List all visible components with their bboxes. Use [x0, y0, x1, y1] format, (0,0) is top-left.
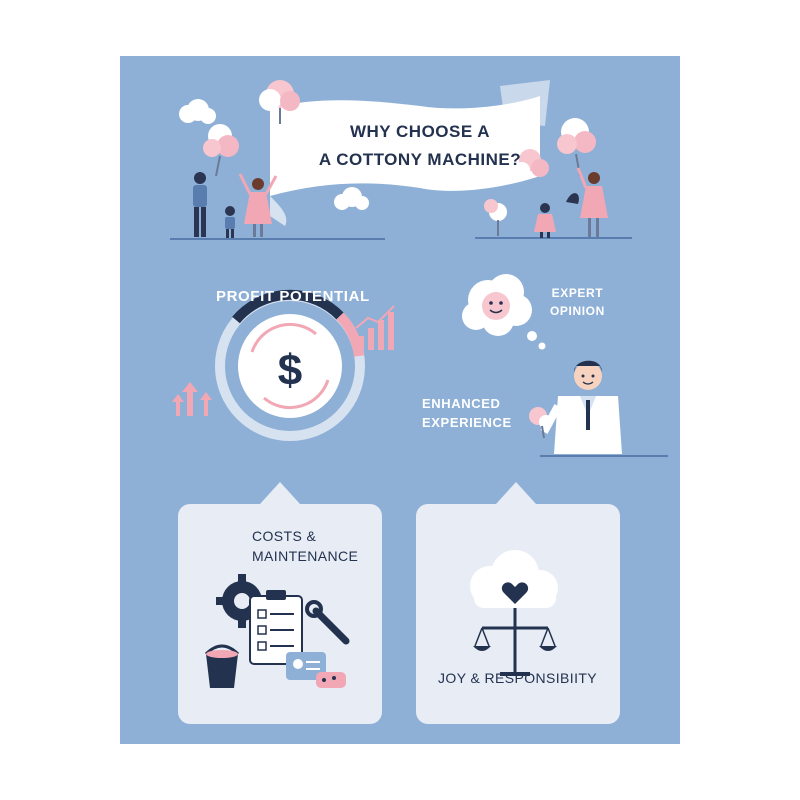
card-id-icon: [286, 652, 326, 680]
cloud-icon: [334, 187, 369, 210]
cotton-candy-icon: [557, 118, 596, 177]
cotton-candy-icon: [259, 80, 300, 124]
infographic-poster: WHY CHOOSE A A COTTONY MACHINE? PROFIT P…: [120, 56, 680, 744]
up-arrows-icon: [172, 382, 212, 416]
costs-label-line-2: MAINTENANCE: [252, 548, 359, 564]
family-illustration: [193, 172, 278, 238]
family-illustration: [534, 167, 608, 238]
profit-potential-label: PROFIT POTENTIAL: [216, 288, 370, 305]
cycle-arrow-icon: [263, 379, 330, 410]
banner-fold: [270, 196, 287, 226]
page-title: WHY CHOOSE A A COTTONY MACHINE?: [300, 118, 540, 174]
clipboard-icon: [249, 590, 303, 665]
costs-maintenance-label: COSTS & MAINTENANCE: [252, 526, 358, 566]
costs-card-pointer: [260, 482, 300, 504]
joy-card-pointer: [496, 482, 536, 504]
bucket-icon: [204, 644, 240, 688]
bar-growth-icon: [355, 305, 395, 350]
expert-opinion-label: EXPERT OPINION: [550, 284, 605, 320]
title-banner: [270, 96, 540, 196]
costs-label-line-1: COSTS &: [252, 528, 317, 544]
experience-label-line-1: ENHANCED: [422, 396, 501, 411]
dollar-icon: $: [277, 346, 303, 395]
scales-icon: [473, 608, 557, 676]
profit-gauge: [172, 289, 395, 441]
cotton-candy-icon: [529, 407, 553, 439]
expert-label-line-2: OPINION: [550, 304, 605, 318]
cotton-candy-icon: [484, 199, 507, 236]
smiley-icon: [482, 292, 510, 320]
gauge-center: [238, 314, 342, 418]
joy-card: [416, 504, 620, 724]
gauge-segment-navy: [232, 289, 344, 324]
title-line-1: WHY CHOOSE A: [349, 122, 491, 141]
heart-icon: [501, 582, 529, 604]
expert-illustration: [462, 274, 668, 457]
cotton-candy-icon: [203, 124, 239, 177]
experience-label-line-2: EXPERIENCE: [422, 415, 512, 430]
cards-layer: [178, 482, 620, 724]
header-scene: [170, 80, 632, 240]
enhanced-experience-label: ENHANCED EXPERIENCE: [422, 394, 512, 432]
title-line-2: A COTTONY MACHINE?: [318, 150, 522, 169]
cloud-icon: [179, 99, 216, 124]
wrench-icon: [305, 600, 350, 645]
expert-person: [540, 360, 622, 454]
gauge-segment-pink: [336, 312, 364, 357]
cotton-candy-icon: [514, 149, 549, 178]
cycle-arrow-icon: [250, 322, 317, 353]
expert-label-line-1: EXPERT: [551, 286, 604, 300]
joy-responsibility-label: JOY & RESPONSIBIITY: [438, 670, 598, 686]
sponge-icon: [316, 672, 346, 688]
